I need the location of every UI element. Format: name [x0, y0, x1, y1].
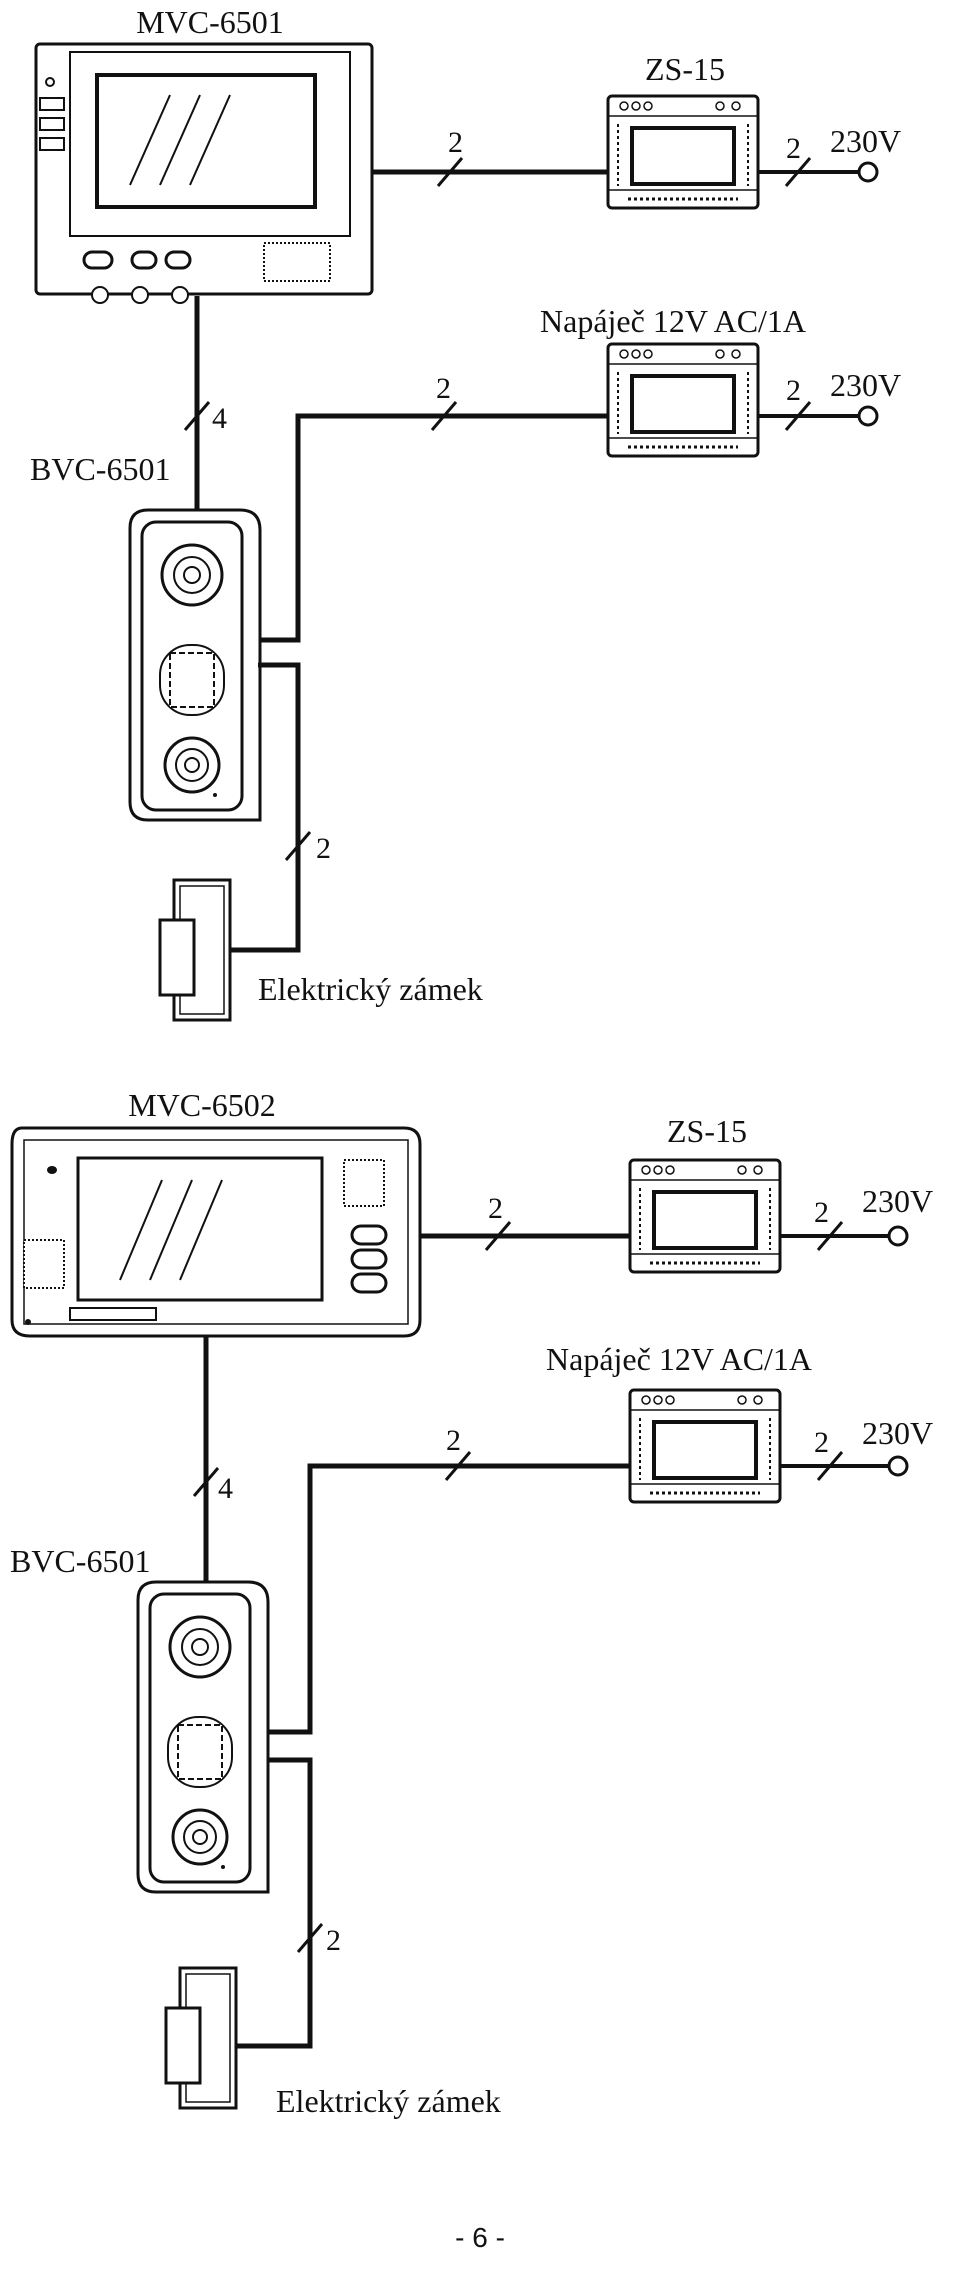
wire-count-label: 2: [814, 1196, 829, 1229]
electric-lock: [158, 878, 232, 1022]
monitor-mvc-6502: [10, 1126, 422, 1338]
lock-label: Elektrický zámek: [258, 971, 483, 1007]
diagram-1: MVC-6501 ZS-15 2 2 230V Napáječ 12V AC/1…: [30, 4, 901, 1022]
mains-label: 230V: [830, 123, 901, 159]
psu-bottom-label: Napáječ 12V AC/1A: [546, 1341, 812, 1377]
wire-count-label: 2: [488, 1192, 503, 1225]
psu-napajec: [628, 1388, 782, 1504]
mains-label: 230V: [862, 1415, 933, 1451]
wire-count-label: 2: [448, 126, 463, 159]
psu-zs-15: [606, 94, 760, 210]
mains-terminal-icon: [857, 161, 879, 183]
psu-top-label: ZS-15: [645, 51, 725, 87]
door-station-bvc-6501: [136, 1580, 270, 1894]
psu-zs-15: [628, 1158, 782, 1274]
monitor-mvc-6501: [34, 42, 374, 304]
diagram-2: MVC-6502 ZS-15 2 2 230V Napáječ 12V AC/1…: [10, 1087, 933, 2119]
mains-terminal-icon: [857, 405, 879, 427]
wire-count-label: 2: [446, 1424, 461, 1457]
wire-count-label: 4: [212, 402, 227, 435]
wire-door-lock: [210, 1757, 313, 2049]
wire-count-label: 2: [786, 132, 801, 165]
wire-door-psu: [258, 413, 608, 643]
door-station-label: BVC-6501: [30, 451, 170, 487]
psu-top-label: ZS-15: [667, 1113, 747, 1149]
monitor-label: MVC-6501: [136, 4, 284, 40]
lock-label: Elektrický zámek: [276, 2083, 501, 2119]
wire-count-label: 2: [326, 1924, 341, 1957]
wire-count-label: 4: [218, 1472, 233, 1505]
mains-label: 230V: [862, 1183, 933, 1219]
door-station-label: BVC-6501: [10, 1543, 150, 1579]
wire-door-psu: [268, 1463, 630, 1735]
electric-lock: [164, 1966, 238, 2110]
wire-door-lock: [190, 662, 301, 953]
monitor-label: MVC-6502: [128, 1087, 276, 1123]
page-number: - 6 -: [455, 2222, 505, 2253]
mains-terminal-icon: [887, 1455, 909, 1477]
mains-terminal-icon: [887, 1225, 909, 1247]
psu-bottom-label: Napáječ 12V AC/1A: [540, 303, 806, 339]
wire-count-label: 2: [814, 1426, 829, 1459]
door-station-bvc-6501: [128, 508, 262, 822]
psu-napajec: [606, 342, 760, 458]
wire-count-label: 2: [786, 374, 801, 407]
wire-count-label: 2: [316, 832, 331, 865]
wire-count-label: 2: [436, 372, 451, 405]
mains-label: 230V: [830, 367, 901, 403]
